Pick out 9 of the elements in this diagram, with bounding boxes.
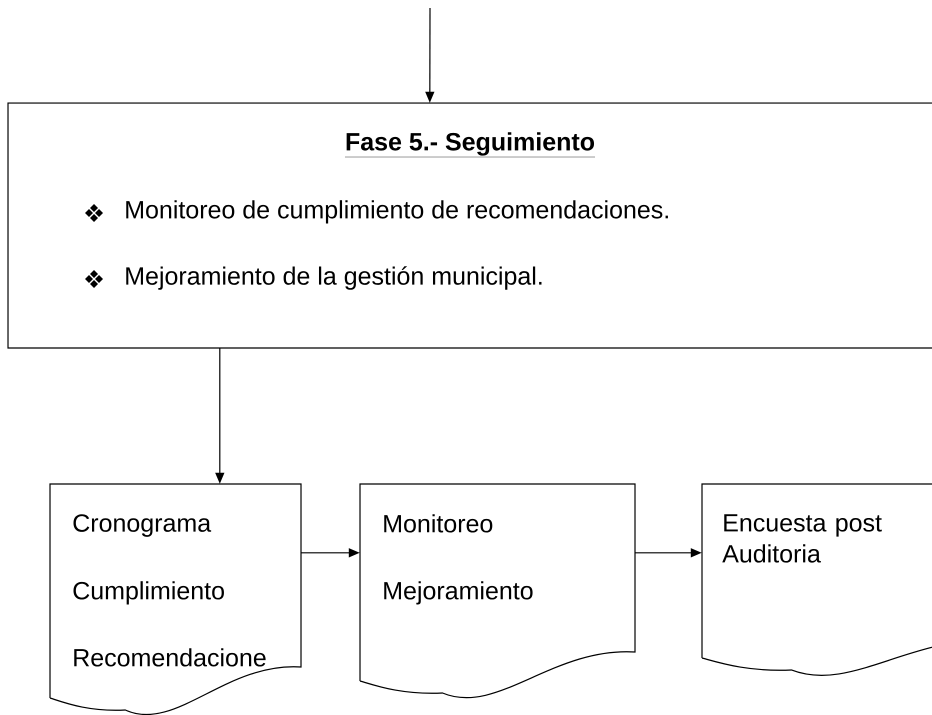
document-text: Monitoreo: [384, 514, 492, 533]
bullet-text: Mejoramiento de la gestión municipal.: [126, 266, 542, 290]
document-text: Cumplimiento: [73, 581, 224, 604]
document-text: Encuesta post Auditoria: [722, 514, 882, 563]
heading: Fase 5.- Seguimiento: [344, 132, 596, 158]
document-text: Recomendacione: [74, 648, 266, 667]
bullet-text: Monitoreo de cumplimiento de recomendaciones.: [126, 200, 668, 224]
document-text: Cronograma: [73, 514, 212, 537]
document-text: Mejoramiento: [384, 581, 533, 604]
